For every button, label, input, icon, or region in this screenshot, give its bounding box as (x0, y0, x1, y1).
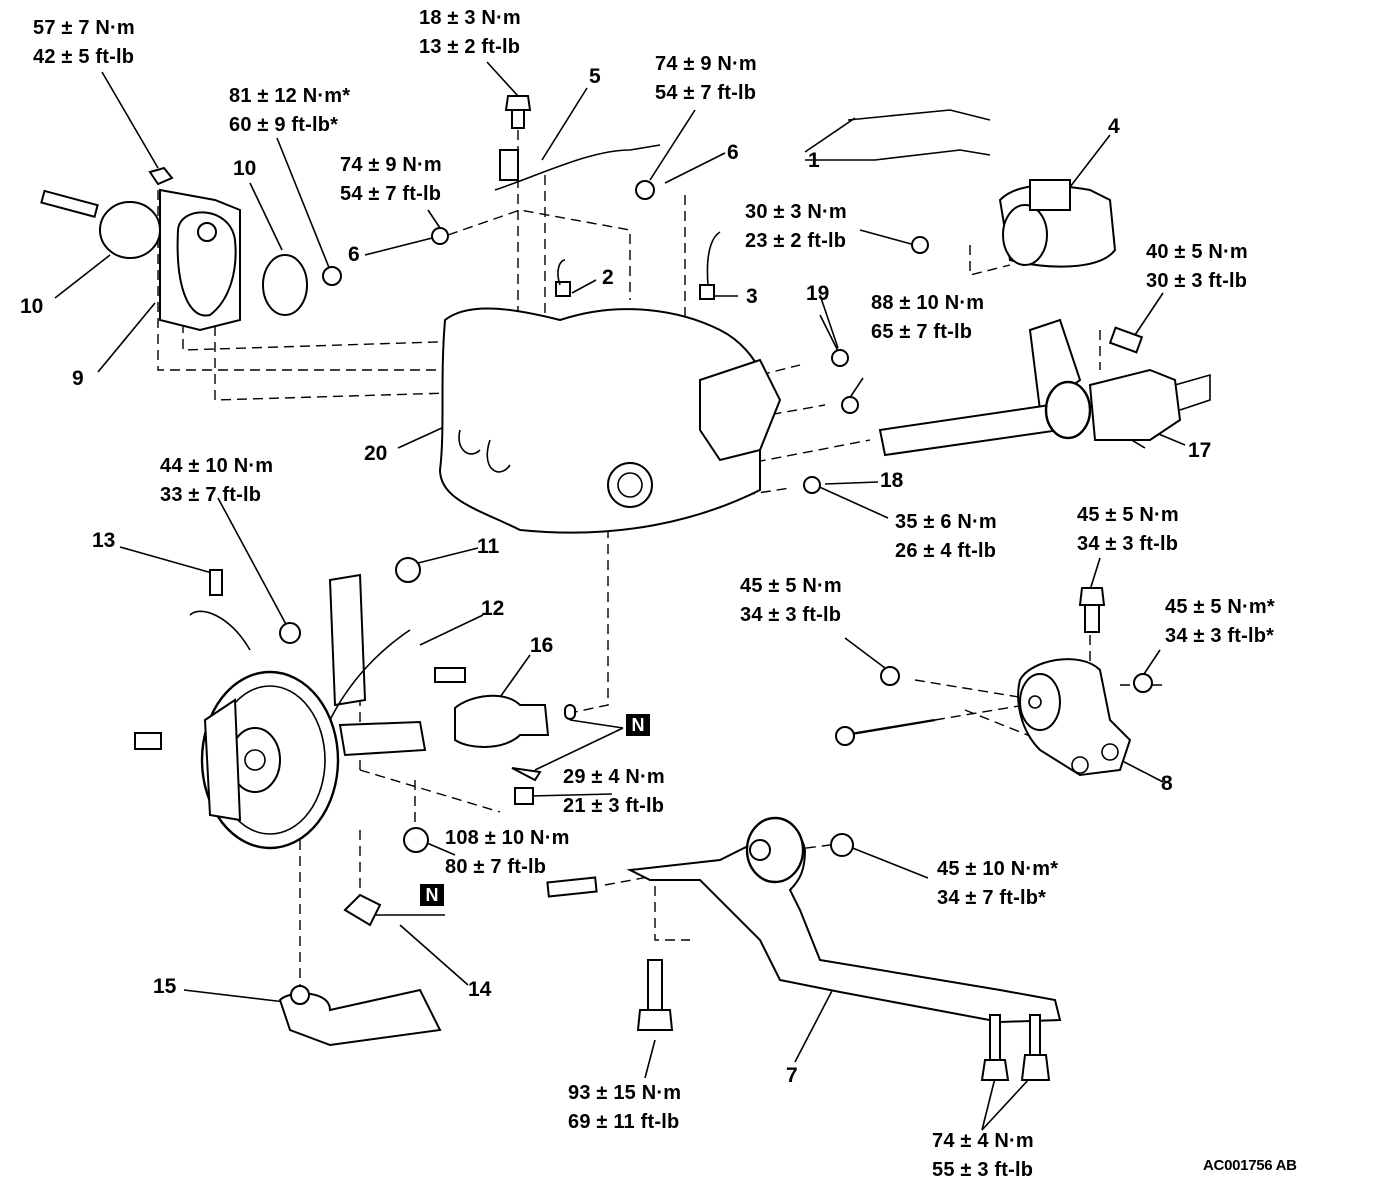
torque-spec: 44 ± 10 N·m 33 ± 7 ft-lb (160, 452, 273, 510)
leader-lines (54, 61, 1186, 1131)
torque-spec: 45 ± 5 N·m* 34 ± 3 ft-lb* (1165, 593, 1275, 651)
callout-12: 12 (481, 597, 505, 620)
torque-nm: 74 ± 9 N·m (655, 53, 757, 75)
tie-rod-and-arm (278, 767, 542, 1047)
torque-spec: 40 ± 5 N·m 30 ± 3 ft-lb (1146, 238, 1248, 296)
torque-spec: 45 ± 5 N·m 34 ± 3 ft-lb (1077, 501, 1179, 559)
callout-13: 13 (92, 529, 116, 552)
engine-mount-left (40, 166, 342, 332)
front-hub-knuckle (134, 557, 550, 850)
callout-20: 20 (364, 442, 388, 465)
torque-nm: 18 ± 3 N·m (419, 7, 521, 29)
misc-bolts (431, 95, 859, 720)
torque-spec: 18 ± 3 N·m 13 ± 2 ft-lb (419, 4, 521, 62)
engine-mount-right (835, 587, 1153, 777)
torque-ftlb: 23 ± 2 ft-lb (745, 230, 847, 252)
torque-ftlb: 42 ± 5 ft-lb (33, 46, 135, 68)
torque-spec: 74 ± 4 N·m 55 ± 3 ft-lb (932, 1127, 1034, 1185)
callout-4: 4 (1108, 115, 1120, 138)
torque-ftlb: 34 ± 7 ft-lb* (937, 887, 1047, 909)
torque-nm: 74 ± 4 N·m (932, 1130, 1034, 1152)
callout-10: 10 (20, 295, 44, 318)
torque-nm: 88 ± 10 N·m (871, 292, 985, 314)
torque-nm: 45 ± 5 N·m (1077, 504, 1179, 526)
torque-spec: 108 ± 10 N·m 80 ± 7 ft-lb (445, 824, 570, 882)
starter-motor (911, 179, 1117, 268)
torque-nm: 74 ± 9 N·m (340, 154, 442, 176)
torque-ftlb: 54 ± 7 ft-lb (340, 183, 442, 205)
callout-1: 1 (808, 149, 820, 172)
callout-19: 19 (806, 282, 830, 305)
torque-spec: 29 ± 4 N·m 21 ± 3 ft-lb (563, 763, 665, 821)
callout-3: 3 (746, 285, 758, 308)
torque-nm: 45 ± 5 N·m* (1165, 596, 1275, 618)
harness-connectors (494, 109, 991, 300)
torque-nm: 45 ± 5 N·m (740, 575, 842, 597)
callout-6: 6 (727, 141, 739, 164)
torque-ftlb: 54 ± 7 ft-lb (655, 82, 757, 104)
torque-spec: 30 ± 3 N·m 23 ± 2 ft-lb (745, 198, 847, 256)
torque-ftlb: 26 ± 4 ft-lb (895, 540, 997, 562)
torque-nm: 35 ± 6 N·m (895, 511, 997, 533)
callout-17: 17 (1188, 439, 1212, 462)
non-reusable-badge: N (420, 884, 444, 906)
callout-16: 16 (530, 634, 554, 657)
torque-nm: 45 ± 10 N·m* (937, 858, 1059, 880)
torque-nm: 81 ± 12 N·m* (229, 85, 351, 107)
figure-id: AC001756 AB (1203, 1157, 1297, 1174)
callout-18: 18 (880, 469, 904, 492)
torque-ftlb: 60 ± 9 ft-lb* (229, 114, 339, 136)
torque-spec: 81 ± 12 N·m* 60 ± 9 ft-lb* (229, 82, 350, 140)
callout-11: 11 (477, 535, 500, 558)
torque-nm: 44 ± 10 N·m (160, 455, 274, 477)
torque-ftlb: 55 ± 3 ft-lb (932, 1159, 1034, 1181)
callout-10: 10 (233, 157, 257, 180)
torque-ftlb: 33 ± 7 ft-lb (160, 484, 262, 506)
callout-8: 8 (1161, 772, 1173, 795)
torque-spec: 45 ± 10 N·m* 34 ± 7 ft-lb* (937, 855, 1058, 913)
torque-ftlb: 34 ± 3 ft-lb (740, 604, 842, 626)
callout-14: 14 (468, 978, 492, 1001)
callout-6: 6 (348, 243, 360, 266)
crossmember (546, 816, 1062, 1081)
torque-ftlb: 69 ± 11 ft-lb (568, 1111, 680, 1133)
torque-ftlb: 65 ± 7 ft-lb (871, 321, 973, 343)
torque-nm: 108 ± 10 N·m (445, 827, 570, 849)
torque-ftlb: 80 ± 7 ft-lb (445, 856, 547, 878)
torque-spec: 74 ± 9 N·m 54 ± 7 ft-lb (655, 50, 757, 108)
torque-ftlb: 21 ± 3 ft-lb (563, 795, 665, 817)
torque-spec: 74 ± 9 N·m 54 ± 7 ft-lb (340, 151, 442, 209)
torque-nm: 40 ± 5 N·m (1146, 241, 1248, 263)
torque-nm: 93 ± 15 N·m (568, 1082, 682, 1104)
torque-spec: 45 ± 5 N·m 34 ± 3 ft-lb (740, 572, 842, 630)
torque-spec: 35 ± 6 N·m 26 ± 4 ft-lb (895, 508, 997, 566)
torque-nm: 29 ± 4 N·m (563, 766, 665, 788)
torque-spec: 88 ± 10 N·m 65 ± 7 ft-lb (871, 289, 984, 347)
torque-ftlb: 13 ± 2 ft-lb (419, 36, 521, 58)
torque-spec: 93 ± 15 N·m 69 ± 11 ft-lb (568, 1079, 681, 1137)
callout-5: 5 (589, 65, 601, 88)
torque-ftlb: 30 ± 3 ft-lb (1146, 270, 1248, 292)
driveshaft-right (878, 318, 1211, 457)
torque-nm: 30 ± 3 N·m (745, 201, 847, 223)
transaxle-housing (438, 307, 782, 534)
callout-2: 2 (602, 266, 614, 289)
torque-ftlb: 34 ± 3 ft-lb (1077, 533, 1179, 555)
callout-9: 9 (72, 367, 84, 390)
torque-ftlb: 34 ± 3 ft-lb* (1165, 625, 1275, 647)
callout-15: 15 (153, 975, 177, 998)
callout-7: 7 (786, 1064, 798, 1087)
torque-nm: 57 ± 7 N·m (33, 17, 135, 39)
torque-spec: 57 ± 7 N·m 42 ± 5 ft-lb (33, 14, 135, 72)
non-reusable-badge: N (626, 714, 650, 736)
